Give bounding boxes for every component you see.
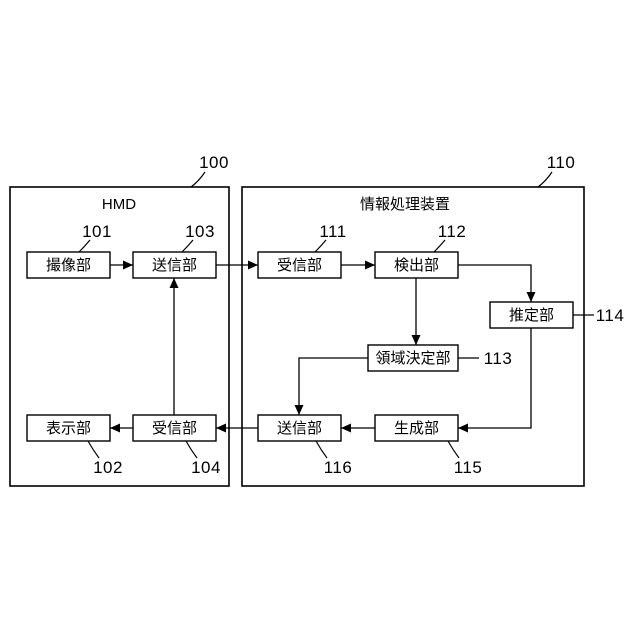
ref-102: 102 bbox=[93, 458, 123, 477]
hmd-unit-title: HMD bbox=[102, 196, 136, 213]
detector-unit-box bbox=[374, 251, 459, 279]
ref-110: 110 bbox=[547, 153, 576, 172]
detector-unit-label: 検出部 bbox=[394, 257, 439, 274]
imaging-unit-label: 撮像部 bbox=[46, 256, 91, 274]
estimator-unit-box bbox=[489, 301, 574, 329]
ref-104: 104 bbox=[191, 458, 221, 477]
hmd-transmitter-label: 送信部 bbox=[152, 257, 197, 274]
arrow-region-decider-to-transmitter bbox=[294, 357, 368, 415]
leader-ref-110 bbox=[537, 171, 553, 188]
leader-ref-104 bbox=[185, 440, 198, 459]
display-unit-label: 表示部 bbox=[46, 420, 91, 437]
leader-ref-101 bbox=[78, 239, 91, 253]
ref-114: 114 bbox=[596, 306, 625, 325]
ipd-transmitter-label: 送信部 bbox=[277, 420, 322, 437]
hmd-unit-box bbox=[9, 186, 230, 487]
ref-100: 100 bbox=[199, 153, 229, 172]
leader-ref-102 bbox=[87, 440, 100, 459]
generator-unit-label: 生成部 bbox=[394, 420, 439, 437]
ipd-unit-box bbox=[241, 186, 585, 487]
region-decider-label: 領域決定部 bbox=[375, 350, 450, 367]
ref-116: 116 bbox=[324, 458, 353, 477]
ref-115: 115 bbox=[454, 458, 483, 477]
leader-ref-112 bbox=[433, 239, 446, 253]
leader-ref-116 bbox=[315, 440, 328, 459]
ipd-unit-title: 情報処理装置 bbox=[360, 196, 450, 213]
display-unit-box bbox=[26, 414, 111, 442]
ipd-receiver-label: 受信部 bbox=[277, 257, 322, 274]
leader-ref-100 bbox=[190, 171, 206, 188]
ref-112: 112 bbox=[438, 222, 467, 241]
leader-ref-111 bbox=[314, 239, 327, 253]
hmd-receiver-box bbox=[132, 414, 217, 442]
estimator-unit-label: 推定部 bbox=[509, 307, 554, 324]
leader-ref-115 bbox=[447, 440, 460, 459]
ref-101: 101 bbox=[82, 222, 112, 241]
arrow-detector-to-estimator bbox=[458, 264, 536, 302]
arrow-estimator-to-generator bbox=[458, 328, 532, 433]
ref-103: 103 bbox=[185, 222, 215, 241]
leader-ref-103 bbox=[181, 239, 194, 253]
ref-111: 111 bbox=[319, 222, 346, 241]
hmd-receiver-label: 受信部 bbox=[152, 420, 197, 437]
ref-113: 113 bbox=[484, 349, 513, 368]
